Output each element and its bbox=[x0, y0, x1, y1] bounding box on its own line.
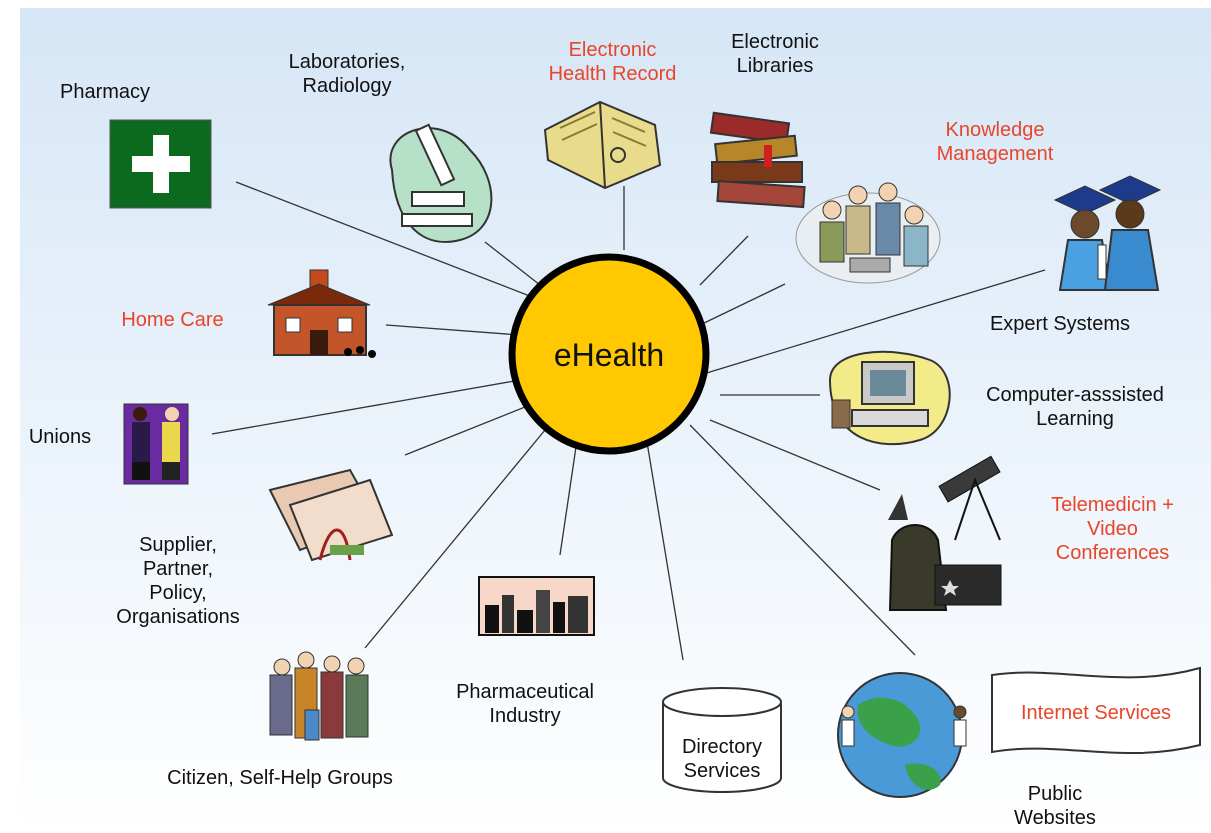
node-label-pharmacy: Pharmacy bbox=[59, 81, 151, 103]
schoolhouse-icon bbox=[267, 269, 376, 358]
node-label-pharma: Pharmaceutical Industry bbox=[456, 681, 594, 727]
database-cylinder-icon bbox=[662, 687, 782, 793]
graduates-icon bbox=[1053, 175, 1162, 291]
team-meeting-icon bbox=[795, 182, 941, 284]
node-label-websites: Public Websites bbox=[1014, 783, 1096, 829]
computer-icon bbox=[828, 350, 951, 446]
node-label-telemedicine: Telemedicin + Video Conferences bbox=[1051, 494, 1174, 564]
node-label-libraries: Electronic Libraries bbox=[731, 31, 819, 77]
hub-label: eHealth bbox=[554, 337, 664, 373]
node-label-computer: Computer-asssisted Learning bbox=[986, 384, 1164, 430]
open-book-icon bbox=[543, 100, 662, 190]
node-label-unions: Unions bbox=[28, 426, 92, 448]
green-cross-icon bbox=[109, 119, 212, 209]
node-label-directory: Directory Services bbox=[681, 736, 762, 782]
globe-people-icon bbox=[837, 672, 967, 798]
node-label-citizen: Citizen, Self-Help Groups bbox=[167, 767, 393, 789]
node-label-ehr: Electronic Health Record bbox=[548, 39, 677, 85]
telescope-wizard-icon bbox=[888, 455, 1002, 611]
crowd-icon bbox=[269, 651, 369, 741]
node-label-internet: Internet Services bbox=[1020, 702, 1172, 724]
node-label-home-care: Home Care bbox=[121, 309, 224, 331]
node-label-laboratories: Laboratories, Radiology bbox=[288, 51, 406, 97]
city-skyline-icon bbox=[478, 576, 595, 636]
node-label-supplier: Supplier, Partner, Policy, Organisations bbox=[116, 534, 240, 628]
node-label-knowledge: Knowledge Management bbox=[936, 119, 1054, 165]
folders-icon bbox=[268, 468, 394, 562]
ehealth-hub bbox=[508, 253, 710, 455]
node-label-expert: Expert Systems bbox=[989, 313, 1131, 335]
spokes bbox=[211, 181, 1046, 661]
books-stack-icon bbox=[709, 111, 806, 209]
microscope-icon bbox=[389, 123, 493, 243]
scroll-banner-icon bbox=[991, 666, 1201, 755]
handshake-icon bbox=[123, 403, 189, 485]
